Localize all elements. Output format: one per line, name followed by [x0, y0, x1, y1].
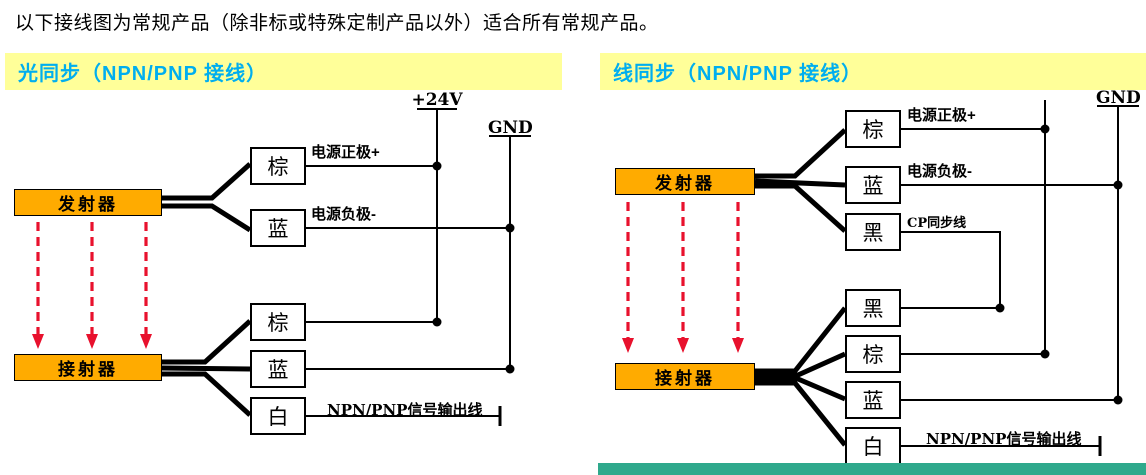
left-signal-output-label: NPN/PNP信号输出线 — [327, 401, 483, 419]
left-signal-wires — [306, 165, 510, 426]
left-device-fork-wires — [161, 162, 252, 417]
right-tx-wire-brown-label: 电源正极+ — [907, 107, 976, 124]
left-light-beam-arrows — [32, 222, 152, 349]
right-rx-wire-blue-box: 蓝 — [845, 381, 901, 419]
right-rx-wire-brown-box: 棕 — [845, 335, 901, 373]
right-rail-gnd-label: GND — [1096, 88, 1141, 108]
left-rx-wire-brown-box: 棕 — [250, 303, 306, 341]
left-rail-24v-label: +24V — [411, 90, 463, 110]
left-tx-wire-brown-box: 棕 — [250, 147, 306, 185]
left-panel-header: 光同步（NPN/PNP 接线） — [5, 53, 562, 90]
right-rx-wire-white-box: 白 — [845, 427, 901, 465]
left-rx-wire-blue-box: 蓝 — [250, 350, 306, 388]
left-rail-gnd-label: GND — [488, 118, 533, 138]
right-tx-wire-black-box: 黑 — [845, 213, 901, 251]
right-tx-wire-brown-box: 棕 — [845, 110, 901, 148]
left-power-rail-lines — [417, 108, 531, 369]
right-device-fork-wires — [754, 128, 847, 447]
right-receiver-box: 接射器 — [615, 363, 755, 390]
right-power-rail-lines — [1044, 100, 1139, 400]
right-junction-dots — [995, 124, 1123, 405]
page-title: 以下接线图为常规产品（除非标或特殊定制产品以外）适合所有常规产品。 — [15, 13, 659, 34]
left-junction-dots — [432, 161, 515, 374]
right-panel-header: 线同步（NPN/PNP 接线） — [600, 53, 1146, 90]
right-signal-wires — [901, 128, 1118, 456]
right-rx-wire-black-box: 黑 — [845, 289, 901, 327]
right-panel-title: 线同步（NPN/PNP 接线） — [613, 63, 863, 85]
right-tx-wire-blue-label: 电源负极- — [907, 163, 972, 180]
right-tx-wire-blue-box: 蓝 — [845, 166, 901, 204]
left-transmitter-box: 发射器 — [14, 189, 162, 216]
right-light-beam-arrows — [622, 202, 744, 353]
bottom-accent-bar — [598, 463, 1146, 475]
right-transmitter-box: 发射器 — [615, 168, 755, 195]
left-tx-wire-blue-label: 电源负极- — [311, 206, 376, 223]
left-tx-wire-brown-label: 电源正极+ — [311, 144, 380, 161]
left-panel-title: 光同步（NPN/PNP 接线） — [18, 63, 268, 85]
left-rx-wire-white-box: 白 — [250, 397, 306, 435]
right-signal-output-label: NPN/PNP信号输出线 — [926, 430, 1082, 448]
left-receiver-box: 接射器 — [14, 354, 162, 381]
left-tx-wire-blue-box: 蓝 — [250, 209, 306, 247]
right-cp-sync-label: CP同步线 — [907, 216, 967, 231]
